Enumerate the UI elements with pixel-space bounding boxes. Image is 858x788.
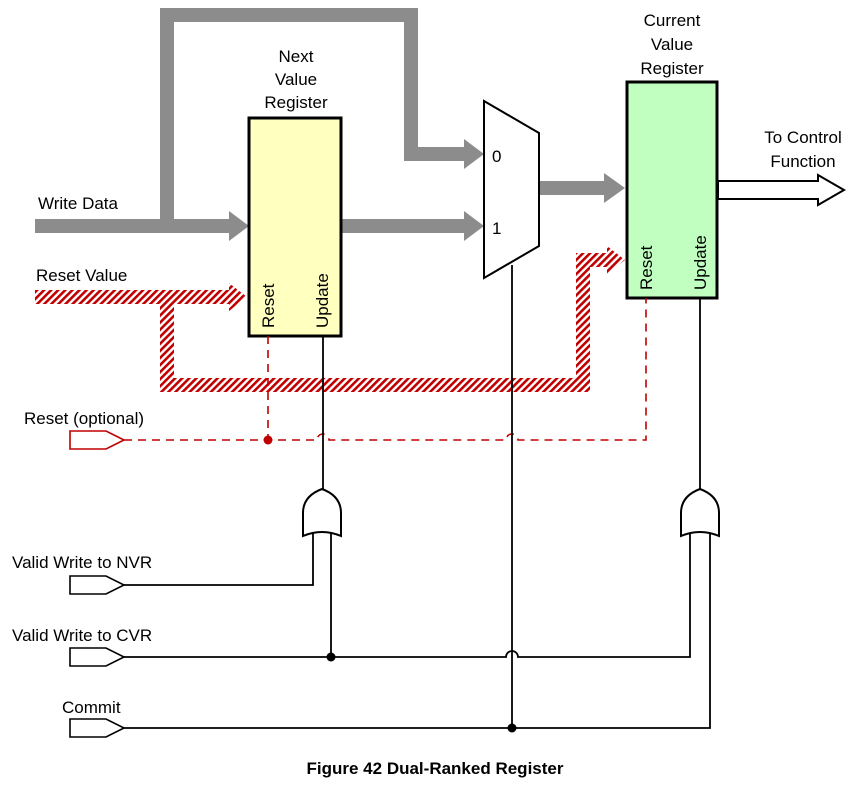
control-wiring xyxy=(124,265,711,729)
output-label-line2: Function xyxy=(770,152,835,171)
cvr-reset-pin-label: Reset xyxy=(637,245,656,290)
nvr-reset-pin-label: Reset xyxy=(259,283,278,328)
valid-write-cvr-label: Valid Write to CVR xyxy=(12,626,152,645)
nvr-title-line3: Register xyxy=(264,93,328,112)
output-arrow xyxy=(717,173,847,207)
cvr-title-line3: Register xyxy=(640,59,704,78)
cvr-or-gate xyxy=(680,487,720,538)
write-data-label: Write Data xyxy=(38,194,119,213)
nvr-update-pin-label: Update xyxy=(313,273,332,328)
nvr-or-gate xyxy=(302,487,342,538)
reset-optional-port xyxy=(69,430,126,450)
cvr-update-pin-label: Update xyxy=(691,235,710,290)
reset-value-label: Reset Value xyxy=(36,266,127,285)
output-label-line1: To Control xyxy=(764,128,841,147)
cvr-title-line1: Current xyxy=(644,11,701,30)
nvr-title-line2: Value xyxy=(275,70,317,89)
figure-caption: Figure 42 Dual-Ranked Register xyxy=(307,759,564,778)
reset-optional-wiring xyxy=(124,298,647,441)
current-value-register xyxy=(625,80,719,300)
cvr-write-junction-dot xyxy=(326,652,336,662)
valid-write-nvr-label: Valid Write to NVR xyxy=(12,553,152,572)
next-value-register xyxy=(247,116,343,338)
mux-input-1-label: 1 xyxy=(492,219,501,238)
multiplexer xyxy=(483,99,540,280)
reset-optional-label: Reset (optional) xyxy=(24,409,144,428)
commit-junction-dot xyxy=(507,723,517,733)
reset-junction-dot xyxy=(263,435,273,445)
commit-port xyxy=(69,718,126,738)
valid-write-cvr-port xyxy=(69,647,126,667)
commit-label: Commit xyxy=(62,698,121,717)
mux-input-0-label: 0 xyxy=(492,147,501,166)
valid-write-nvr-port xyxy=(69,575,126,595)
nvr-title-line1: Next xyxy=(279,47,314,66)
cvr-title-line2: Value xyxy=(651,35,693,54)
data-bus xyxy=(35,8,625,241)
